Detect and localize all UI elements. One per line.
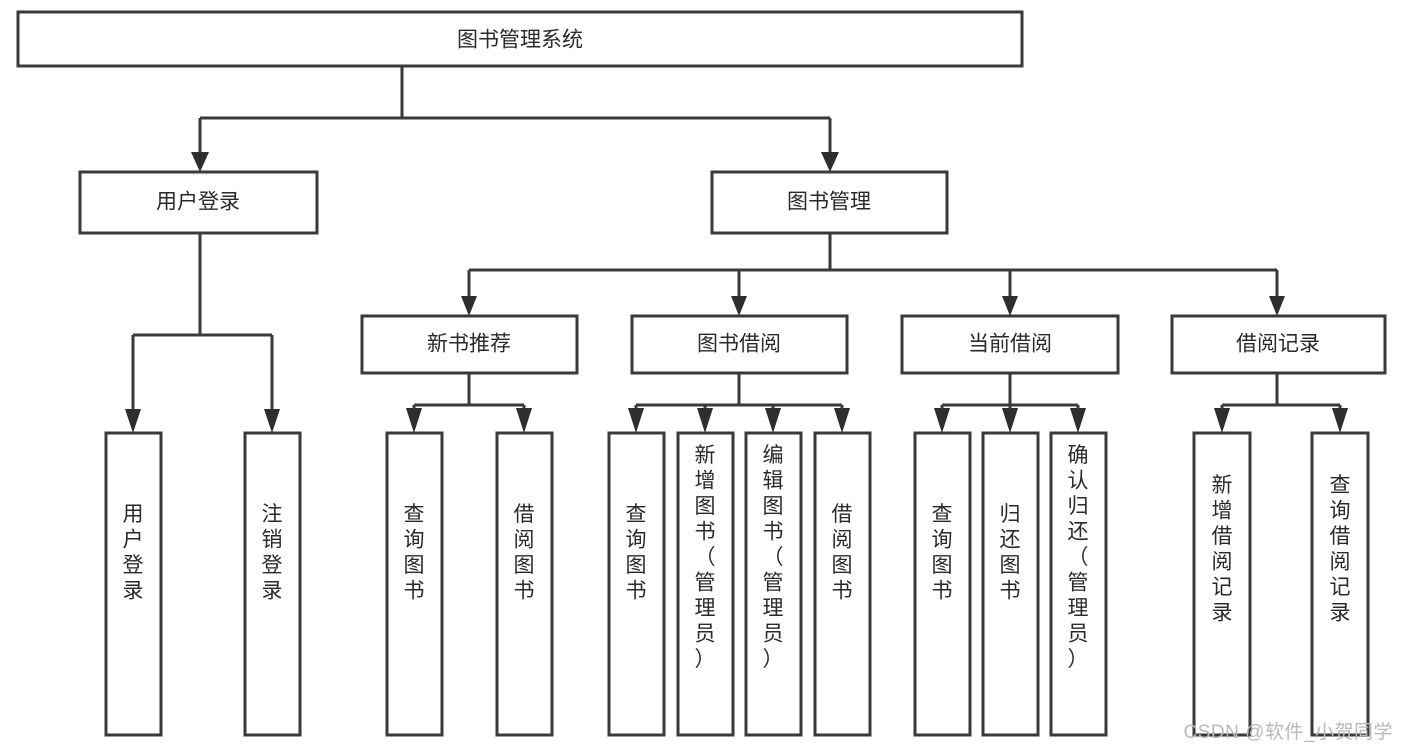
node-new-book-rec-label: 新书推荐 xyxy=(427,333,511,356)
node-leaf-edit-book-label: 编辑图书（管理员） xyxy=(763,444,784,671)
node-leaf-add-book[interactable]: 新增图书（管理员） xyxy=(676,431,735,737)
arrow-head-leaf-logout-login xyxy=(264,409,280,433)
node-leaf-edit-book[interactable]: 编辑图书（管理员） xyxy=(744,431,803,737)
arrow-head-leaf-add-book xyxy=(697,408,713,433)
node-leaf-borrow-book-1-label: 借阅图书 xyxy=(514,503,535,603)
arrow-head-book-borrow xyxy=(731,296,747,316)
node-leaf-query-book-3-label: 查询图书 xyxy=(932,503,953,603)
node-leaf-logout-login[interactable]: 注销登录 xyxy=(243,431,302,737)
arrow-head-current-borrow xyxy=(1002,296,1018,316)
node-leaf-query-record-label: 查询借阅记录 xyxy=(1330,474,1351,625)
arrow-head-leaf-confirm-return xyxy=(1070,408,1086,433)
node-root-box[interactable] xyxy=(16,10,1024,68)
node-leaf-query-record-box[interactable] xyxy=(1310,431,1370,737)
node-leaf-add-record-label: 新增借阅记录 xyxy=(1212,474,1233,625)
node-leaf-borrow-book-2[interactable]: 借阅图书 xyxy=(813,431,872,737)
arrow-head-borrow-record xyxy=(1269,296,1285,316)
node-leaf-confirm-return-box[interactable] xyxy=(1049,431,1108,737)
node-leaf-add-record-box[interactable] xyxy=(1192,431,1252,737)
node-book-borrow-box[interactable] xyxy=(630,314,849,375)
arrow-head-leaf-query-book-3 xyxy=(934,408,950,433)
node-book-manage-box[interactable] xyxy=(710,170,949,235)
connector-layer xyxy=(125,66,1348,433)
node-leaf-query-book-1-label: 查询图书 xyxy=(404,503,425,603)
node-current-borrow[interactable]: 当前借阅 xyxy=(900,314,1120,375)
arrow-head-leaf-query-record xyxy=(1332,408,1348,433)
node-leaf-confirm-return-label: 确认归还（管理员） xyxy=(1068,444,1089,671)
node-leaf-query-book-1-box[interactable] xyxy=(385,431,444,737)
node-current-borrow-label: 当前借阅 xyxy=(968,333,1052,356)
node-leaf-user-login-label: 用户登录 xyxy=(123,503,144,603)
node-leaf-return-book-box[interactable] xyxy=(981,431,1040,737)
node-leaf-query-book-2-box[interactable] xyxy=(607,431,666,737)
node-user-login[interactable]: 用户登录 xyxy=(78,170,319,235)
node-leaf-edit-book-box[interactable] xyxy=(744,431,803,737)
node-book-manage-label: 图书管理 xyxy=(787,191,871,214)
arrow-head-new-book-rec xyxy=(461,296,477,316)
node-leaf-add-book-label: 新增图书（管理员） xyxy=(695,444,716,671)
node-leaf-confirm-return[interactable]: 确认归还（管理员） xyxy=(1049,431,1108,737)
csdn-watermark: CSDN @软件_小贺同学 xyxy=(1183,722,1393,743)
node-leaf-user-login[interactable]: 用户登录 xyxy=(104,431,163,737)
node-leaf-borrow-book-1[interactable]: 借阅图书 xyxy=(495,431,554,737)
node-book-borrow-label: 图书借阅 xyxy=(697,333,781,356)
node-borrow-record-label: 借阅记录 xyxy=(1236,333,1320,356)
node-leaf-logout-login-label: 注销登录 xyxy=(262,503,283,603)
node-root-label: 图书管理系统 xyxy=(457,29,583,52)
node-current-borrow-box[interactable] xyxy=(900,314,1120,375)
node-leaf-return-book-label: 归还图书 xyxy=(1000,503,1021,603)
node-leaf-query-book-3-box[interactable] xyxy=(913,431,972,737)
arrow-head-user-login xyxy=(191,152,209,172)
arrow-head-leaf-query-book-1 xyxy=(406,408,422,433)
arrow-head-leaf-edit-book xyxy=(765,408,781,433)
node-leaf-query-book-2-label: 查询图书 xyxy=(626,503,647,603)
node-leaf-borrow-book-2-label: 借阅图书 xyxy=(832,503,853,603)
node-leaf-query-book-2[interactable]: 查询图书 xyxy=(607,431,666,737)
node-leaf-add-record[interactable]: 新增借阅记录 xyxy=(1192,431,1252,737)
node-leaf-borrow-book-1-box[interactable] xyxy=(495,431,554,737)
node-leaf-query-record[interactable]: 查询借阅记录 xyxy=(1310,431,1370,737)
arrow-head-leaf-user-login xyxy=(125,409,141,433)
node-user-login-label: 用户登录 xyxy=(156,191,240,214)
node-leaf-logout-login-box[interactable] xyxy=(243,431,302,737)
node-leaf-query-book-3[interactable]: 查询图书 xyxy=(913,431,972,737)
node-book-borrow[interactable]: 图书借阅 xyxy=(630,314,849,375)
node-book-manage[interactable]: 图书管理 xyxy=(710,170,949,235)
node-borrow-record[interactable]: 借阅记录 xyxy=(1170,314,1387,375)
node-user-login-box[interactable] xyxy=(78,170,319,235)
arrow-head-leaf-add-record xyxy=(1214,408,1230,433)
node-new-book-rec-box[interactable] xyxy=(360,314,579,375)
node-leaf-query-book-1[interactable]: 查询图书 xyxy=(385,431,444,737)
arrow-head-leaf-borrow-book-2 xyxy=(834,408,850,433)
node-leaf-return-book[interactable]: 归还图书 xyxy=(981,431,1040,737)
node-root[interactable]: 图书管理系统 xyxy=(16,10,1024,68)
arrow-head-leaf-borrow-book-1 xyxy=(516,408,532,433)
arrow-head-book-manage xyxy=(821,152,839,172)
arrow-head-leaf-return-book xyxy=(1002,408,1018,433)
arrow-head-leaf-query-book-2 xyxy=(628,408,644,433)
node-leaf-add-book-box[interactable] xyxy=(676,431,735,737)
node-borrow-record-box[interactable] xyxy=(1170,314,1387,375)
node-leaf-borrow-book-2-box[interactable] xyxy=(813,431,872,737)
node-leaf-user-login-box[interactable] xyxy=(104,431,163,737)
node-new-book-rec[interactable]: 新书推荐 xyxy=(360,314,579,375)
